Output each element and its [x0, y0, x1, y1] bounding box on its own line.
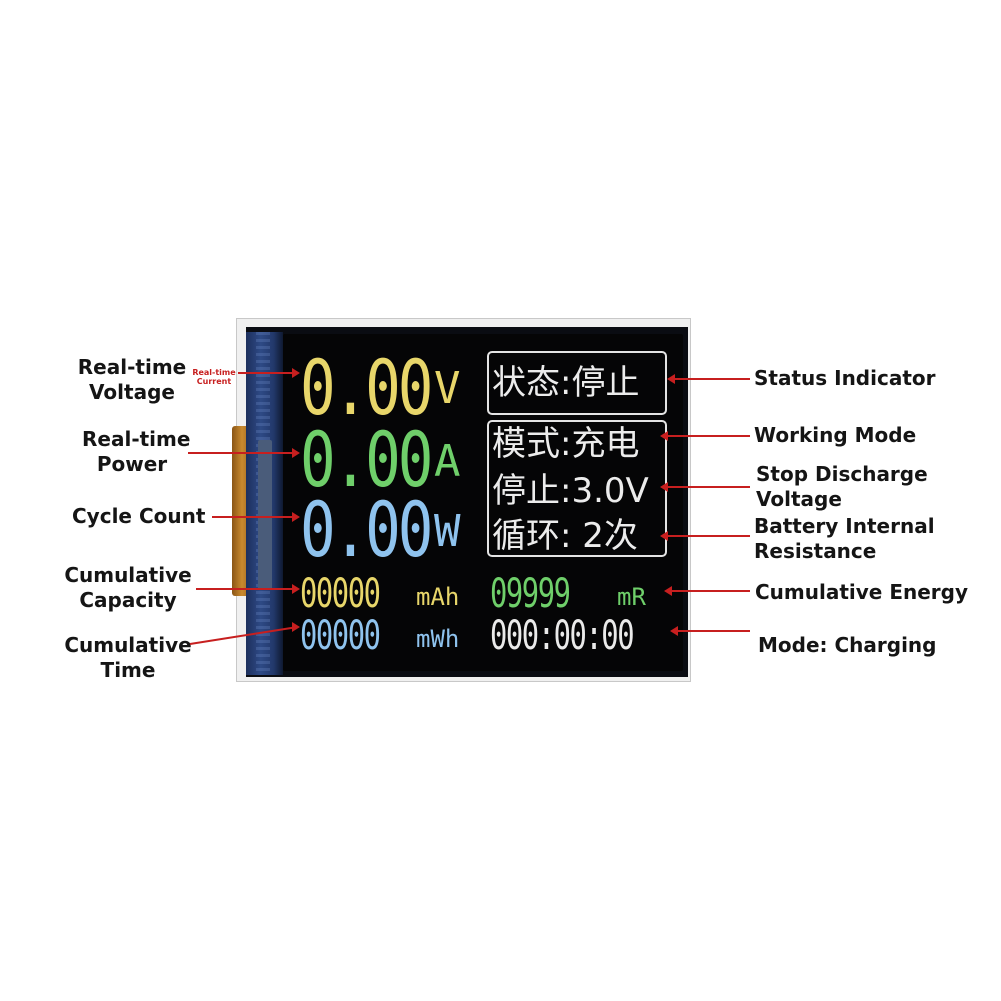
callout-line-resistance [667, 535, 750, 537]
callout-power: Real-time Power [82, 427, 191, 477]
power-value: 0.00 [300, 485, 433, 574]
arrow-voltage [292, 368, 300, 378]
current-unit: A [434, 436, 461, 487]
callout-current-small: Real-time Current [190, 368, 238, 386]
callout-line-cycle [212, 516, 294, 518]
callout-energy: Cumulative Energy [755, 580, 969, 604]
arrow-capacity [292, 584, 300, 594]
capacity-value: 00000 [300, 571, 381, 617]
callout-capacity-line1: Cumulative [64, 563, 192, 587]
callout-power-line1: Real-time [82, 427, 191, 451]
callout-line-energy [671, 590, 750, 592]
callout-line-capacity [196, 588, 294, 590]
arrow-stop-voltage [660, 482, 668, 492]
energy-unit: mWh [416, 625, 460, 653]
callout-line-voltage [238, 372, 294, 374]
resistance-unit: mR [617, 583, 646, 611]
arrow-time [292, 622, 300, 632]
callout-line-mode-charging [677, 630, 750, 632]
panel-connector [258, 440, 272, 590]
callout-cycle: Cycle Count [72, 504, 206, 528]
arrow-power [292, 448, 300, 458]
current-value: 0.00 [300, 415, 433, 504]
callout-line-working-mode [667, 435, 750, 437]
callout-stop-voltage: Stop Discharge Voltage [756, 462, 928, 512]
callout-voltage-line1: Real-time [77, 355, 187, 379]
arrow-mode-charging [670, 626, 678, 636]
callout-resistance-line2: Resistance [754, 539, 877, 563]
callout-stop-voltage-line2: Voltage [756, 487, 842, 511]
callout-current-line1: Real-time [192, 368, 236, 377]
status-line: 状态:停止 [492, 363, 640, 403]
callout-voltage: Real-time Voltage [72, 355, 192, 405]
callout-working-mode: Working Mode [754, 423, 917, 447]
stop-voltage-line: 停止:3.0V [492, 471, 649, 511]
mode-line: 模式:充电 [492, 424, 640, 464]
arrow-resistance [660, 531, 668, 541]
elapsed-time: 000:00:00 [490, 613, 635, 659]
status-box [487, 351, 667, 415]
callout-line-power [188, 452, 294, 454]
callout-capacity-line2: Capacity [79, 588, 177, 612]
callout-time-line2: Time [100, 658, 156, 682]
callout-time-line1: Cumulative [64, 633, 192, 657]
callout-resistance-line1: Battery Internal [754, 514, 935, 538]
callout-line-status [674, 378, 750, 380]
capacity-unit: mAh [416, 583, 460, 611]
callout-resistance: Battery Internal Resistance [754, 514, 935, 564]
callout-voltage-line2: Voltage [89, 380, 175, 404]
resistance-value: 09999 [490, 571, 571, 617]
arrow-status [667, 374, 675, 384]
callout-time: Cumulative Time [60, 633, 196, 683]
callout-capacity: Cumulative Capacity [60, 563, 196, 613]
callout-status: Status Indicator [754, 366, 936, 390]
voltage-value: 0.00 [300, 343, 433, 432]
callout-line-stop-voltage [667, 486, 750, 488]
energy-value: 00000 [300, 613, 381, 659]
voltage-unit: V [434, 363, 461, 414]
callout-stop-voltage-line1: Stop Discharge [756, 462, 928, 486]
arrow-energy [664, 586, 672, 596]
callout-power-line2: Power [96, 452, 168, 476]
power-unit: W [434, 506, 461, 557]
callout-mode-charging: Mode: Charging [758, 633, 937, 657]
lcd-screen [283, 334, 683, 671]
cycle-line: 循环: 2次 [492, 516, 638, 556]
arrow-working-mode [660, 431, 668, 441]
arrow-cycle [292, 512, 300, 522]
callout-current-line2: Current [196, 377, 232, 386]
